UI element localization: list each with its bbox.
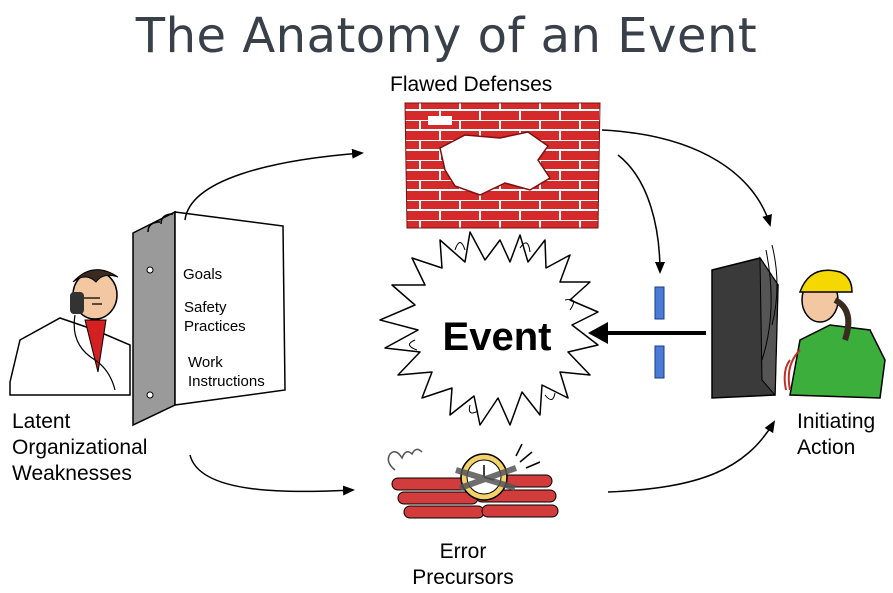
- worker-icon: [711, 244, 886, 399]
- precursors-line2: Precursors: [412, 566, 514, 589]
- latent-weaknesses-label: Latent Organizational Weaknesses: [12, 409, 147, 487]
- binder-safety-line1: Safety: [184, 299, 227, 316]
- latent-line1: Latent: [12, 410, 71, 433]
- barrier-bottom: [654, 345, 665, 379]
- initiating-line2: Action: [797, 436, 856, 459]
- flawed-defenses-label: Flawed Defenses: [390, 73, 553, 96]
- arrow-latent-to-defenses: [184, 148, 364, 221]
- arrow-defenses-to-action: [601, 129, 772, 227]
- binder-work-line1: Work: [188, 354, 223, 371]
- binder-work-line2: Instructions: [188, 373, 265, 390]
- office-man-icon: [9, 269, 131, 396]
- binder-safety-line2: Practices: [184, 318, 246, 335]
- arrow-precursors-to-action: [607, 420, 776, 493]
- arrow-defenses-to-barrier: [617, 154, 665, 274]
- binder-icon: [132, 210, 286, 427]
- precursors-line1: Error: [439, 540, 487, 563]
- binder-goals: Goals: [183, 266, 222, 283]
- error-precursors-label: Error Precursors: [398, 539, 528, 591]
- flow-arrows: [184, 129, 776, 496]
- brick-wall-icon: [404, 102, 601, 229]
- initiating-arrow-head: [588, 322, 608, 344]
- arrow-latent-to-precursors: [189, 454, 355, 496]
- initiating-action-label: Initiating Action: [797, 409, 875, 461]
- latent-line3: Weaknesses: [12, 462, 132, 485]
- latent-line2: Organizational: [12, 436, 148, 459]
- event-label: Event: [443, 315, 552, 359]
- initiating-line1: Initiating: [797, 410, 876, 433]
- dynamite-clock-icon: [387, 443, 559, 519]
- page-title: The Anatomy of an Event: [135, 8, 758, 64]
- explosion-icon: [379, 231, 599, 426]
- barrier-top: [654, 286, 665, 320]
